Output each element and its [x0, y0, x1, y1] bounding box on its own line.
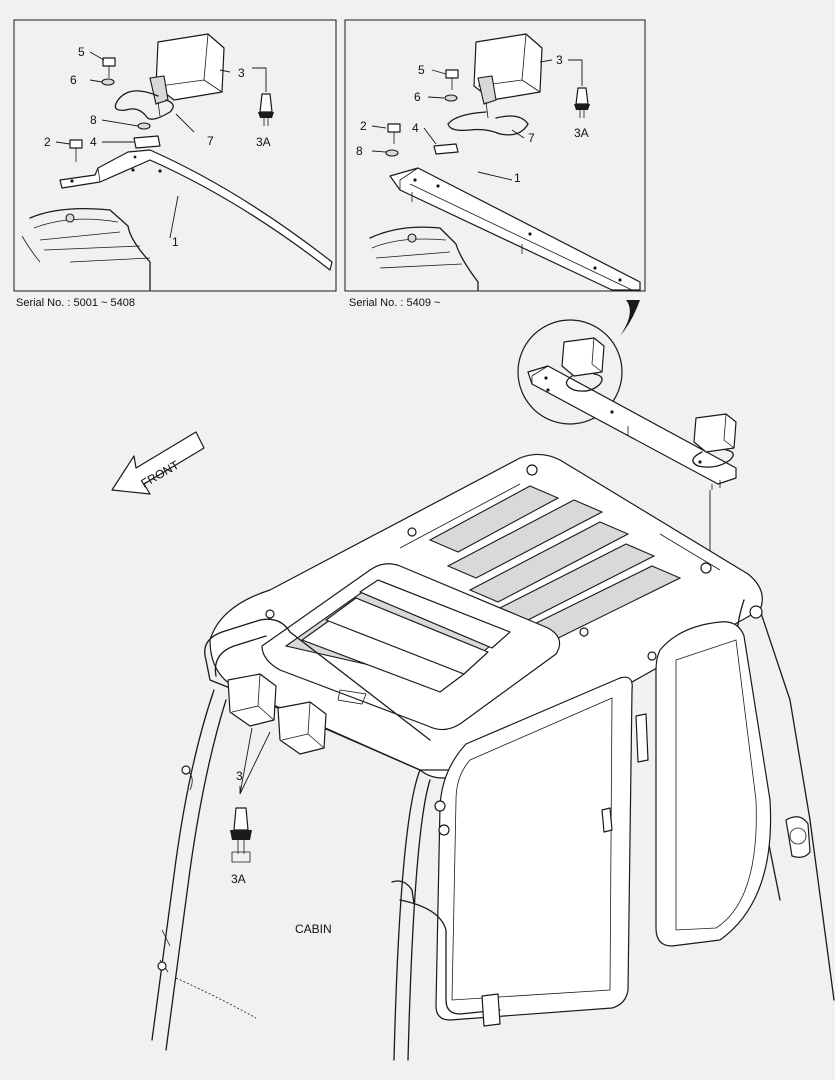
- callout-8-left: 8: [90, 113, 97, 127]
- callout-1-left: 1: [172, 235, 179, 249]
- door-handle: [601, 807, 613, 833]
- serial-range-left: Serial No. : 5001 ~ 5408: [16, 297, 135, 309]
- door-hinge-lower: [481, 993, 501, 1027]
- callout-1-right: 1: [514, 171, 521, 185]
- callout-6-left: 6: [70, 73, 77, 87]
- bulb-3a-right: [568, 59, 590, 118]
- callout-3-right: 3: [556, 53, 563, 67]
- bulb-3a-main: [230, 727, 271, 863]
- callout-3a-main: 3A: [231, 872, 246, 886]
- bolt-5-left: [102, 57, 116, 78]
- callout-6-right: 6: [414, 90, 421, 104]
- callout-4-left: 4: [90, 135, 97, 149]
- door-hinge-upper: [635, 713, 649, 763]
- washer-6-right: [444, 94, 458, 102]
- side-vent: [785, 816, 811, 858]
- nut-8-left: [137, 122, 151, 130]
- callout-3a-left: 3A: [256, 135, 271, 149]
- clamp-plate-4-left: [133, 135, 161, 149]
- callout-5-left: 5: [78, 45, 85, 59]
- serial-range-right: Serial No. : 5409 ~: [349, 297, 440, 309]
- mount-bracket-left: [59, 149, 333, 271]
- washer-6-left: [101, 78, 115, 86]
- front-lamp-1: [227, 673, 277, 727]
- mount-bar-right: [389, 167, 641, 291]
- cabin-roof-corner-right: [369, 226, 479, 291]
- nut-8-right: [385, 149, 399, 157]
- front-lamp-2: [277, 701, 327, 755]
- detail-panel-right: 5 6 2 4 8 3 7 3A 1: [344, 19, 646, 292]
- callout-3-left: 3: [238, 66, 245, 80]
- callout-4-right: 4: [412, 121, 419, 135]
- cabin-roof-corner-left: [21, 207, 151, 291]
- sunroof: [261, 563, 561, 731]
- bolt-hole-right: [407, 233, 417, 243]
- callout-2-right: 2: [360, 119, 367, 133]
- cabin-assembly: 3 3A CABIN: [151, 453, 835, 1061]
- bolt-2-left: [69, 139, 83, 162]
- side-window: [655, 621, 772, 947]
- magnified-lamp-2: [693, 413, 737, 453]
- roof-slats: [399, 483, 721, 647]
- callout-3a-right: 3A: [574, 126, 589, 140]
- bulb-3a-left: [252, 67, 274, 126]
- callout-2-left: 2: [44, 135, 51, 149]
- callout-7-right: 7: [528, 131, 535, 145]
- bolt-2-right: [387, 123, 401, 144]
- leaders-left: [55, 51, 231, 239]
- callout-8-right: 8: [356, 144, 363, 158]
- cabin-body: [151, 464, 835, 1061]
- pointer-arrow: [620, 300, 640, 336]
- bolt-5-right: [445, 69, 459, 90]
- callout-5-right: 5: [418, 63, 425, 77]
- wire-harness-left: [114, 90, 174, 120]
- callout-7-left: 7: [207, 134, 214, 148]
- cabin-door: [435, 676, 633, 1021]
- wire-harness-right: [447, 111, 529, 136]
- leaders-right: [371, 59, 553, 181]
- cabin-label: CABIN: [295, 922, 332, 936]
- work-lamp-left: [149, 33, 225, 117]
- callout-3-main: 3: [236, 769, 243, 783]
- bolt-hole-left: [65, 213, 75, 223]
- detail-panel-left: 5 6 8 2 4 3 7 3A 1: [13, 19, 337, 292]
- magnified-lamp-1: [561, 337, 605, 377]
- work-lamp-right: [473, 33, 543, 119]
- front-arrow: FRONT: [111, 431, 205, 495]
- clamp-plate-4-right: [433, 143, 459, 155]
